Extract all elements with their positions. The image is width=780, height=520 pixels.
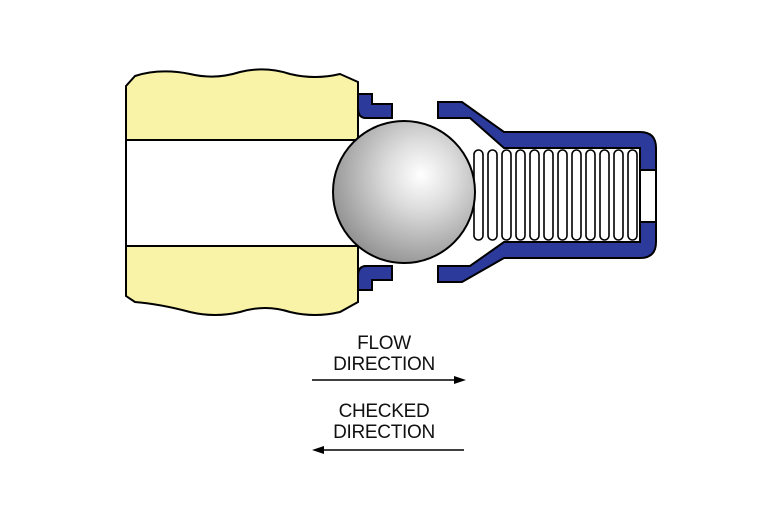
check-ball <box>332 120 476 264</box>
flow-direction-label: FLOW DIRECTION <box>304 333 464 375</box>
checked-label-line1: CHECKED <box>338 401 430 422</box>
compression-spring <box>473 149 638 241</box>
spring-coil <box>529 149 540 241</box>
spring-coil <box>585 149 596 241</box>
seat-top <box>357 93 393 119</box>
flow-label-line2: DIRECTION <box>333 354 435 375</box>
spring-coil <box>571 149 582 241</box>
spring-coil <box>515 149 526 241</box>
spring-coil <box>599 149 610 241</box>
spring-coil <box>487 149 498 241</box>
spring-coil <box>613 149 624 241</box>
spring-cage <box>437 101 657 283</box>
cage-end-opening <box>639 169 657 223</box>
seat-bottom <box>357 265 393 291</box>
housing-top <box>125 68 359 141</box>
spring-coil <box>501 149 512 241</box>
checked-label-line2: DIRECTION <box>333 422 435 443</box>
housing-bottom <box>125 245 359 316</box>
spring-coil <box>543 149 554 241</box>
flow-direction-arrow <box>312 376 466 384</box>
checked-direction-arrow <box>312 446 464 454</box>
spring-coil <box>557 149 568 241</box>
checked-direction-label: CHECKED DIRECTION <box>304 401 464 443</box>
flow-label-line1: FLOW <box>357 333 411 354</box>
spring-coil <box>627 149 638 241</box>
